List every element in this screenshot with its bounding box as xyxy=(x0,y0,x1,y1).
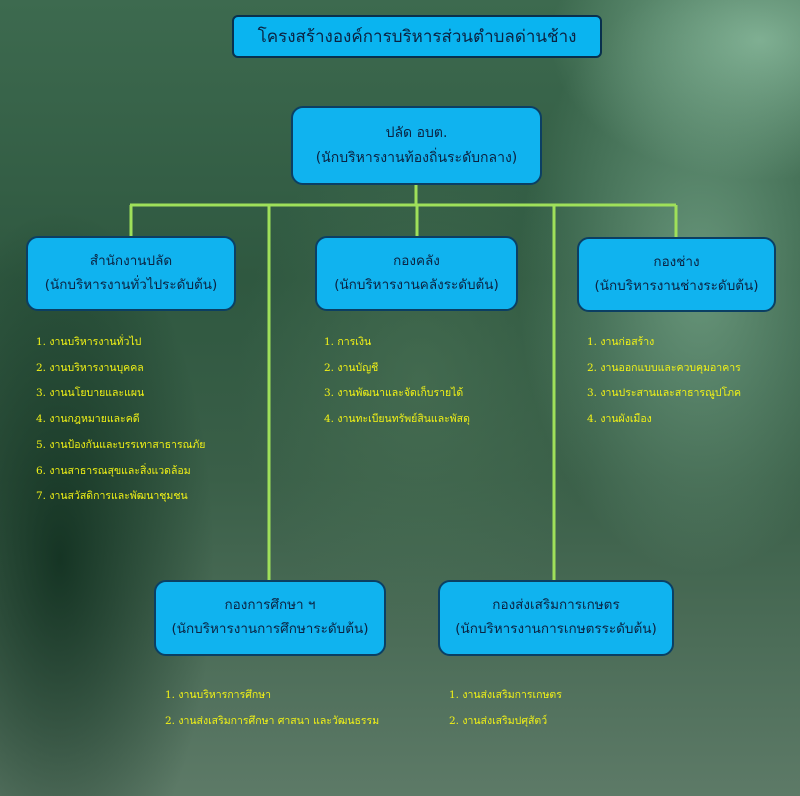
node-chief-administrator-subtitle: (นักบริหารงานท้องถิ่นระดับกลาง) xyxy=(315,149,518,166)
task-item: 2. งานบัญชี xyxy=(324,361,379,374)
task-item: 5. งานป้องกันและบรรเทาสาธารณภัย xyxy=(36,438,206,451)
task-item: 4. งานทะเบียนทรัพย์สินและพัสดุ xyxy=(324,413,470,426)
task-item: 7. งานสวัสดิการและพัฒนาชุมชน xyxy=(36,490,188,503)
node-finance-division: กองคลัง (นักบริหารงานคลังระดับต้น) xyxy=(315,236,518,311)
task-item: 1. งานบริหารงานทั่วไป xyxy=(36,336,142,348)
task-item: 1. งานส่งเสริมการเกษตร xyxy=(449,689,562,701)
node-office-of-the-chief: สำนักงานปลัด (นักบริหารงานทั่วไประดับต้น… xyxy=(26,236,236,311)
task-item: 2. งานส่งเสริมการศึกษา ศาสนา และวัฒนธรรม xyxy=(165,714,380,727)
node-name: กองคลัง xyxy=(393,252,440,269)
task-item: 3. งานนโยบายและแผน xyxy=(36,387,145,400)
task-item: 1. งานก่อสร้าง xyxy=(587,336,655,348)
office-task-list: 1. งานบริหารงานทั่วไป 2. งานบริหารงานบุค… xyxy=(36,330,205,510)
education-task-list: 1. งานบริหารการศึกษา 2. งานส่งเสริมการศึ… xyxy=(165,683,379,734)
engineering-task-list: 1. งานก่อสร้าง 2. งานออกแบบและควบคุมอาคา… xyxy=(587,330,741,433)
task-item: 6. งานสาธารณสุขและสิ่งแวดล้อม xyxy=(36,464,191,477)
node-name: สำนักงานปลัด xyxy=(89,252,173,269)
task-item: 3. งานประสานและสาธารณูปโภค xyxy=(587,387,742,400)
task-item: 1. การเงิน xyxy=(324,336,372,348)
node-chief-administrator-name: ปลัด อบต. xyxy=(385,125,448,141)
task-item: 2. งานส่งเสริมปศุสัตว์ xyxy=(449,714,548,727)
chart-title: โครงสร้างองค์การบริหารส่วนตำบลด่านช้าง xyxy=(232,15,602,58)
node-subtitle: (นักบริหารงานการศึกษาระดับต้น) xyxy=(171,621,369,637)
finance-task-list: 1. การเงิน 2. งานบัญชี 3. งานพัฒนาและจัด… xyxy=(324,330,470,433)
node-agriculture-division: กองส่งเสริมการเกษตร (นักบริหารงานการเกษต… xyxy=(438,580,674,656)
node-chief-administrator: ปลัด อบต. (นักบริหารงานท้องถิ่นระดับกลาง… xyxy=(291,106,542,185)
node-education-division: กองการศึกษา ฯ (นักบริหารงานการศึกษาระดับ… xyxy=(154,580,386,656)
node-subtitle: (นักบริหารงานทั่วไประดับต้น) xyxy=(44,276,218,293)
node-engineering-division: กองช่าง (นักบริหารงานช่างระดับต้น) xyxy=(577,237,776,312)
task-item: 3. งานพัฒนาและจัดเก็บรายได้ xyxy=(324,387,464,400)
task-item: 2. งานบริหารงานบุคคล xyxy=(36,361,144,374)
task-item: 4. งานกฎหมายและคดี xyxy=(36,413,140,426)
task-item: 1. งานบริหารการศึกษา xyxy=(165,689,272,701)
node-subtitle: (นักบริหารงานคลังระดับต้น) xyxy=(334,276,499,293)
agriculture-task-list: 1. งานส่งเสริมการเกษตร 2. งานส่งเสริมปศุ… xyxy=(449,683,562,734)
task-item: 4. งานผังเมือง xyxy=(587,413,652,426)
node-name: กองช่าง xyxy=(653,253,700,270)
node-subtitle: (นักบริหารงานการเกษตรระดับต้น) xyxy=(455,621,657,637)
node-subtitle: (นักบริหารงานช่างระดับต้น) xyxy=(594,277,759,294)
node-name: กองการศึกษา ฯ xyxy=(224,597,316,614)
node-name: กองส่งเสริมการเกษตร xyxy=(492,597,620,614)
task-item: 2. งานออกแบบและควบคุมอาคาร xyxy=(587,361,741,374)
chart-title-text: โครงสร้างองค์การบริหารส่วนตำบลด่านช้าง xyxy=(257,27,577,47)
